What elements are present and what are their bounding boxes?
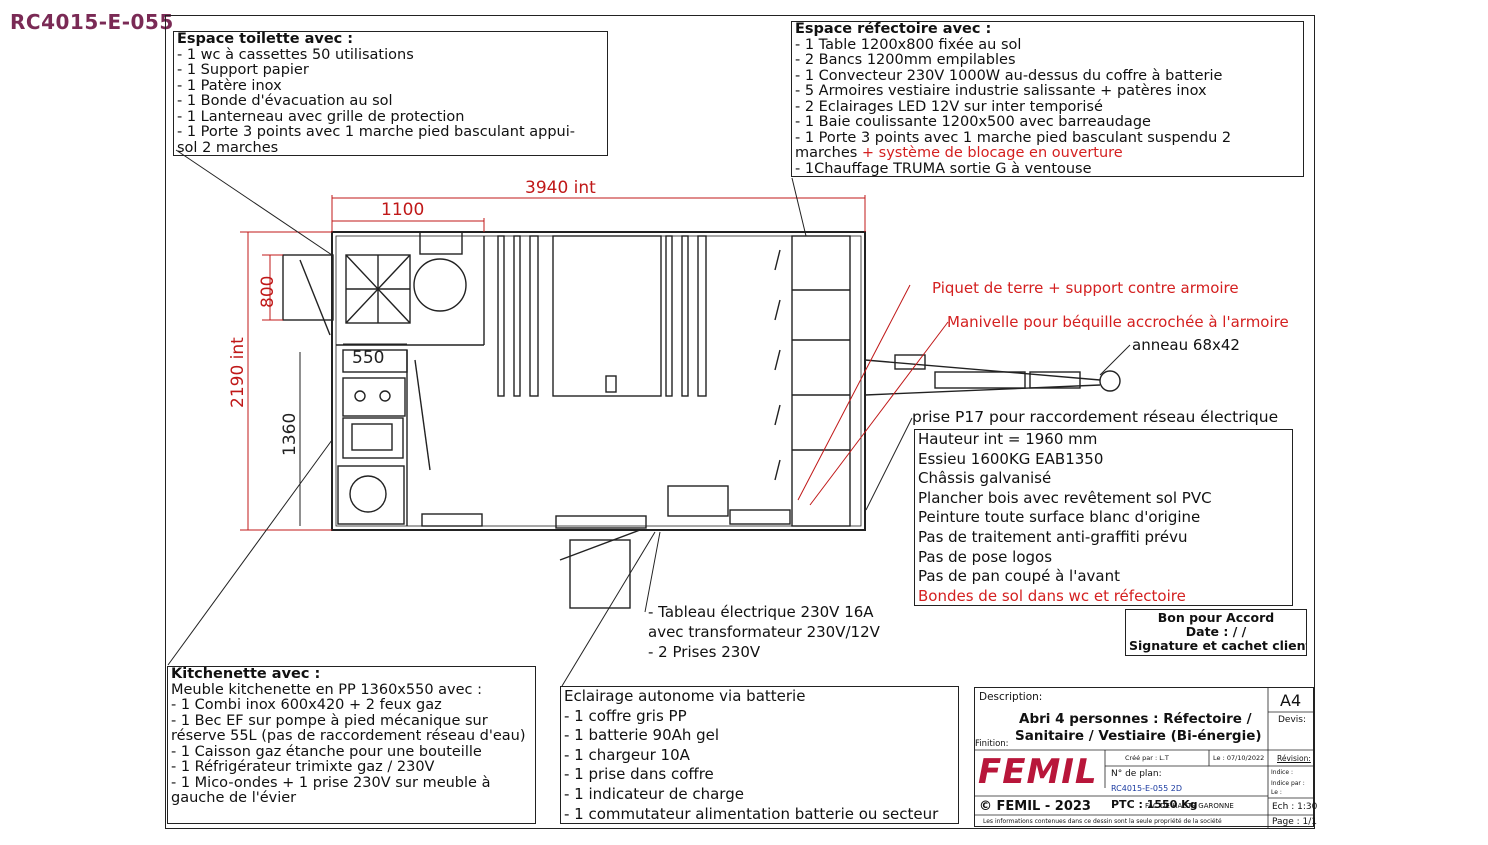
annotation-piquet: Piquet de terre + support contre armoire — [932, 279, 1239, 297]
refectoire-item: - 1Chauffage TRUMA sortie G à ventouse — [795, 160, 1092, 177]
spec-item-red: Bondes de sol dans wc et réfectoire — [918, 586, 1186, 605]
eclairage-box: Eclairage autonome via batterie - 1 coff… — [560, 686, 959, 824]
spec-item: Peinture toute surface blanc d'origine — [918, 508, 1201, 527]
spec-item: Hauteur int = 1960 mm — [918, 430, 1098, 448]
accord-line-1: Bon pour Accord — [1157, 610, 1275, 625]
eclairage-item: - 1 coffre gris PP — [564, 706, 687, 725]
toilette-title: Espace toilette avec : — [177, 31, 354, 47]
refectoire-item: - 5 Armoires vestiaire industrie salissa… — [795, 83, 1207, 99]
tb-title-2: Sanitaire / Vestiaire (Bi-énergie) — [1015, 728, 1262, 744]
tb-page: Page : 1/1 — [1272, 817, 1318, 827]
tb-copyright: © FEMIL - 2023 — [979, 799, 1091, 814]
tb-size: A4 — [1280, 691, 1302, 710]
tb-footer: Les informations contenues dans ce dessi… — [983, 818, 1222, 825]
annotation-tableau-3: - 2 Prises 230V — [648, 643, 761, 661]
kitchenette-item: - 1 Bec EF sur pompe à pied mécanique su… — [171, 712, 526, 744]
eclairage-item: - 1 chargeur 10A — [564, 745, 690, 764]
refectoire-item: - 1 Baie coulissante 1200x500 avec barre… — [795, 114, 1151, 130]
tb-date: Le : 07/10/2022 — [1213, 754, 1265, 762]
refectoire-line8a: marches — [795, 145, 862, 161]
spec-item: Pas de pose logos — [918, 547, 1053, 566]
refectoire-item: - 1 Porte 3 points avec 1 marche pied ba… — [795, 129, 1232, 146]
refectoire-spec-box: Espace réfectoire avec : - 1 Table 1200x… — [791, 21, 1304, 177]
dim-width: 2190 int — [228, 337, 248, 408]
toilette-item: - 1 Bonde d'évacuation au sol — [177, 93, 393, 109]
tb-finition-label: Finition: — [975, 739, 1009, 749]
spec-item: Pas de pan coupé à l'avant — [918, 567, 1121, 586]
annotation-prise: prise P17 pour raccordement réseau élect… — [912, 408, 1279, 426]
toilette-item: - 1 Patère inox — [177, 77, 282, 94]
kitchenette-item: - 1 Réfrigérateur trimixte gaz / 230V — [171, 759, 435, 775]
dim-kitchen-length: 1360 — [280, 412, 300, 456]
tb-le-label: Le : — [1271, 789, 1282, 796]
tb-devis-label: Devis: — [1278, 715, 1307, 725]
spec-item: Châssis galvanisé — [918, 469, 1052, 488]
spec-item: Plancher bois avec revêtement sol PVC — [918, 488, 1212, 507]
eclairage-item: - 1 batterie 90Ah gel — [564, 726, 720, 745]
kitchenette-item: - 1 Combi inox 600x420 + 2 feux gaz — [171, 697, 442, 713]
title-block: Description: Abri 4 personnes : Réfectoi… — [974, 687, 1318, 828]
drawing-reference: RC4015-E-055 — [10, 10, 174, 34]
refectoire-line8b: + système de blocage en ouverture — [861, 145, 1123, 161]
accord-box: Bon pour Accord Date : / / Signature et … — [1125, 609, 1307, 656]
toilette-item: - 1 Support papier — [177, 62, 309, 78]
refectoire-item: - 1 Table 1200x800 fixée au sol — [795, 36, 1022, 53]
dim-wc-length: 1100 — [381, 200, 425, 220]
tb-indice-label: Indice : — [1271, 769, 1293, 776]
kitchenette-item: - 1 Mico-ondes + 1 prise 230V sur meuble… — [171, 774, 491, 806]
tb-description-label: Description: — [979, 691, 1043, 703]
spec-item: Pas de traitement anti-graffiti prévu — [918, 527, 1188, 546]
tb-revision-label: Révision: — [1277, 754, 1311, 763]
toilette-item: - 1 Lanterneau avec grille de protection — [177, 108, 465, 125]
annotation-anneau: anneau 68x42 — [1132, 336, 1240, 354]
dim-length: 3940 int — [525, 178, 596, 198]
dim-kitchen-depth: 550 — [352, 348, 385, 368]
title-block-grid — [975, 688, 1315, 828]
refectoire-item: - 2 Bancs 1200mm empilables — [795, 52, 1016, 68]
kitchenette-item: - 1 Caisson gaz étanche pour une bouteil… — [171, 743, 482, 760]
dim-wc-door: 800 — [258, 275, 278, 308]
accord-line-3: Signature et cachet client — [1129, 638, 1307, 653]
toilette-item: - 1 wc à cassettes 50 utilisations — [177, 46, 414, 63]
refectoire-item: - 1 Convecteur 230V 1000W au-dessus du c… — [795, 67, 1223, 84]
tb-address: FAC DE HAUTE GARONNE — [1145, 802, 1234, 810]
eclairage-item: - 1 commutateur alimentation batterie ou… — [564, 804, 939, 823]
refectoire-item: marches + système de blocage en ouvertur… — [795, 145, 1300, 162]
tb-indice-par: Indice par : — [1271, 780, 1305, 787]
toilette-item: - 1 Porte 3 points avec 1 marche pied ba… — [177, 124, 575, 140]
eclairage-item: - 1 prise dans coffre — [564, 765, 714, 784]
toilette-item: sol 2 marches — [177, 139, 279, 156]
annotation-tableau-2: avec transformateur 230V/12V — [648, 623, 880, 641]
kitchenette-title: Kitchenette avec : — [171, 666, 321, 682]
tb-echelle: Ech : 1:30 — [1272, 802, 1318, 812]
tb-ptc: PTC : 1550 Kg — [1111, 798, 1198, 811]
kitchenette-box: Kitchenette avec : Meuble kitchenette en… — [167, 666, 536, 824]
spec-item: Essieu 1600KG EAB1350 — [918, 449, 1104, 468]
toilette-spec-box: Espace toilette avec : - 1 wc à cassette… — [173, 31, 608, 156]
eclairage-item: Eclairage autonome via batterie — [564, 687, 806, 705]
tb-title-1: Abri 4 personnes : Réfectoire / — [1019, 711, 1252, 727]
specs-box: Hauteur int = 1960 mm Essieu 1600KG EAB1… — [914, 429, 1293, 606]
annotation-tableau-1: - Tableau électrique 230V 16A — [648, 603, 874, 621]
kitchenette-item: Meuble kitchenette en PP 1360x550 avec : — [171, 681, 483, 698]
tb-cree-par: Créé par : L.T — [1125, 754, 1169, 762]
tb-plan-number: RC4015-E-055 2D — [1111, 784, 1182, 793]
tb-plan-label: N° de plan: — [1111, 769, 1162, 779]
refectoire-item: - 2 Eclairages LED 12V sur inter tempori… — [795, 98, 1103, 115]
drawing-sheet — [165, 15, 1315, 829]
eclairage-item: - 1 indicateur de charge — [564, 784, 744, 803]
refectoire-title: Espace réfectoire avec : — [795, 21, 992, 37]
femil-logo: FEMIL — [978, 752, 1098, 792]
accord-line-2: Date : / / — [1185, 624, 1247, 639]
annotation-manivelle: Manivelle pour béquille accrochée à l'ar… — [947, 313, 1289, 331]
